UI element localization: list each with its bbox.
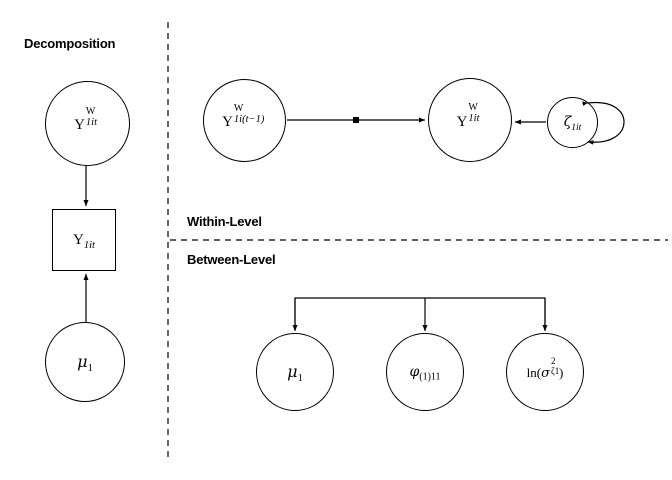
paren-close: ) (558, 365, 564, 380)
level-label-between: Between-Level (187, 252, 276, 267)
sub-1: 1 (87, 362, 93, 374)
sub-1it: 1it (571, 122, 582, 133)
node-decomp-observed-label: Y1it (73, 231, 95, 251)
edge-between-bracket (294, 297, 546, 330)
sub-1it-lag: 1i(t−1) (233, 113, 265, 125)
sub-1it: 1it (85, 116, 98, 128)
node-decomp-observed[interactable]: Y1it (52, 209, 116, 271)
edge-midpoint-marker (353, 117, 359, 123)
sup-W: W (85, 105, 96, 117)
node-between-mean-label: μ1 (287, 361, 303, 384)
sub-1: 1 (297, 372, 303, 384)
node-decomp-mean[interactable]: μ1 (45, 322, 125, 402)
node-between-ar-label: φ(1)11 (409, 364, 441, 383)
sub-1-11: (1)11 (419, 371, 441, 383)
sub-1it: 1it (83, 239, 95, 251)
sub-zeta1: ζ1 (550, 366, 560, 377)
node-decomp-mean-label: μ1 (77, 351, 93, 374)
sup-2: 2 (550, 355, 556, 366)
node-within-residual[interactable]: ζ1it (547, 97, 598, 148)
node-between-ar[interactable]: φ(1)11 (386, 333, 464, 411)
sup-W: W (233, 102, 244, 114)
node-within-residual-label: ζ1it (563, 114, 582, 133)
sub-1it: 1it (468, 113, 480, 125)
panel-title-decomposition: Decomposition (24, 36, 116, 51)
node-between-mean[interactable]: μ1 (256, 333, 334, 411)
level-label-within: Within-Level (187, 214, 262, 229)
sup-W: W (468, 102, 478, 114)
